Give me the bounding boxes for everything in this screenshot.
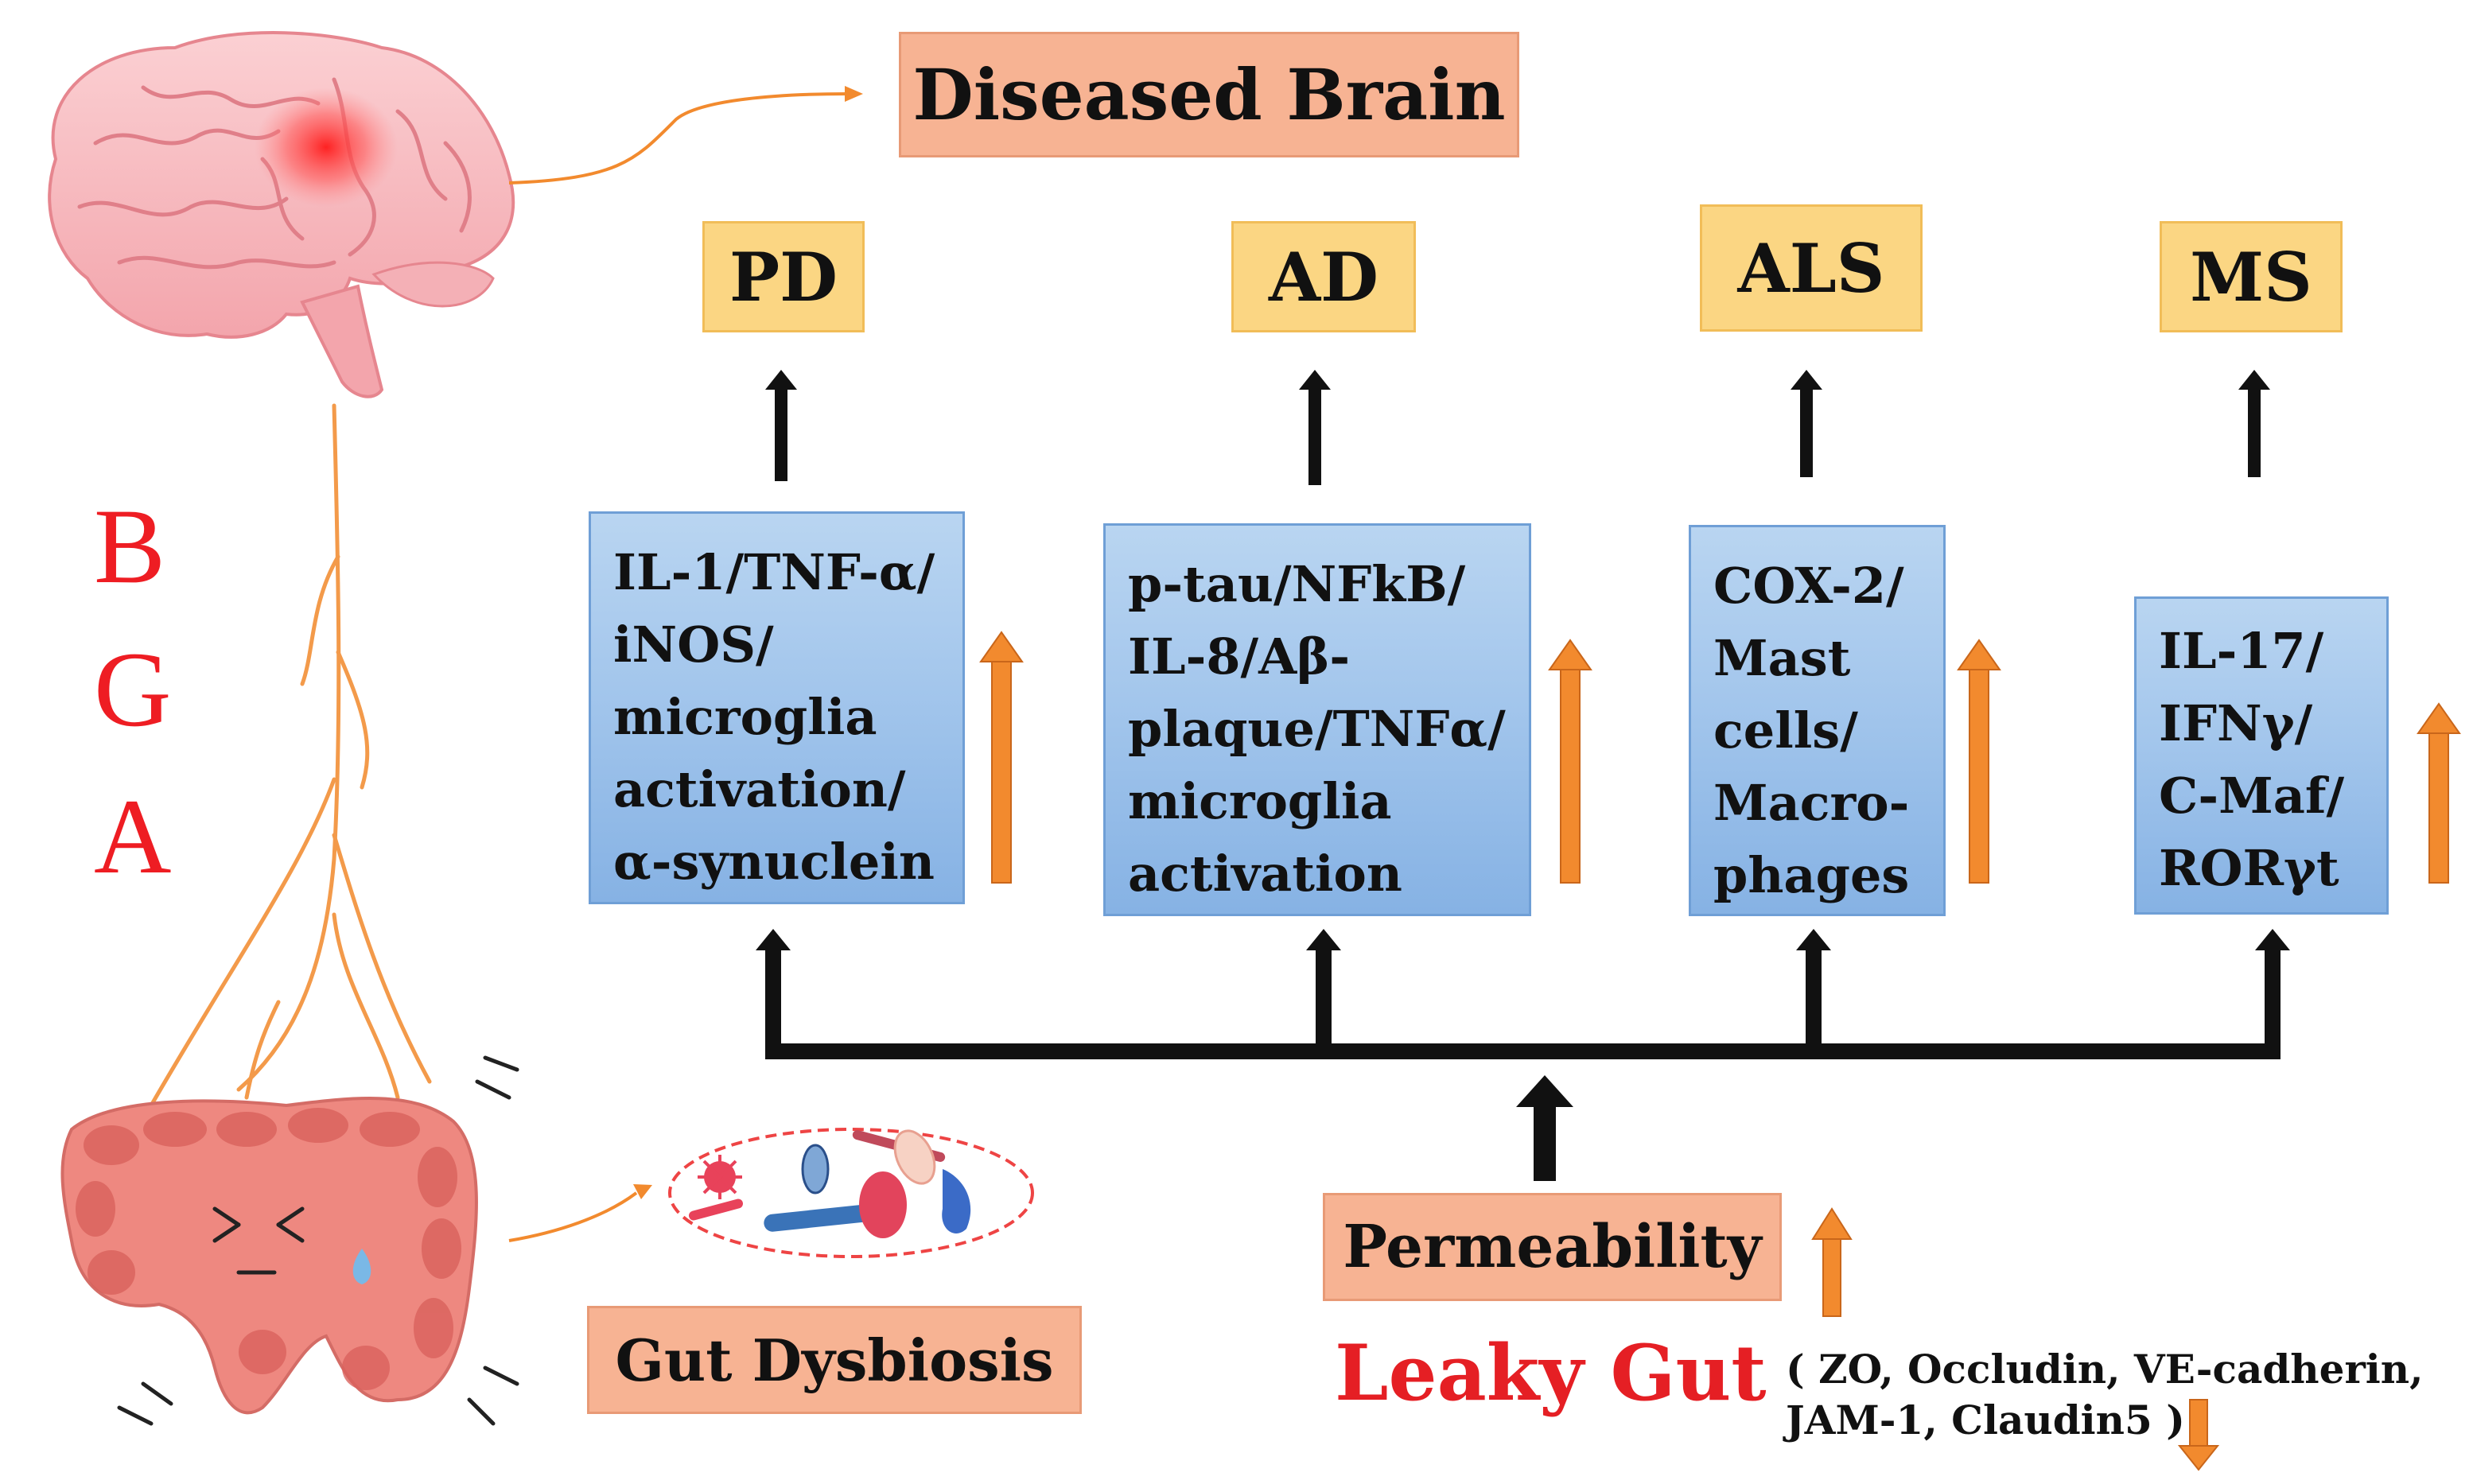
factor-text-ms: IL-17/ IFNγ/ C-Maf/ RORγt	[2159, 622, 2345, 897]
microbiome-illustration	[668, 1128, 1034, 1258]
axis-letter-b: B	[94, 488, 166, 606]
decrease-arrow-junction	[2177, 1399, 2220, 1471]
leaky-gut-label: Leaky Gut	[1335, 1328, 1767, 1418]
gut-illustration	[60, 1055, 519, 1426]
axis-letter-g: G	[94, 631, 172, 749]
diseased-brain-title: Diseased Brain	[899, 32, 1519, 157]
disease-box-als: ALS	[1700, 204, 1923, 332]
factor-to-disease-arrows	[765, 370, 2270, 485]
gut-to-microbiome-arrow	[508, 1184, 652, 1242]
arrow-up-pd	[765, 370, 797, 481]
arrow-up-ms	[2238, 370, 2270, 477]
factor-box-pd: IL-1/TNF-α/ iNOS/ microglia activation/ …	[589, 511, 965, 904]
increase-arrow-ms	[2417, 702, 2461, 884]
factor-box-ms: IL-17/ IFNγ/ C-Maf/ RORγt	[2134, 596, 2389, 915]
factor-text-pd: IL-1/TNF-α/ iNOS/ microglia activation/ …	[613, 543, 935, 891]
disease-box-ms: MS	[2160, 221, 2343, 332]
increase-arrow-pd	[979, 631, 1024, 884]
permeability-label: Permeability	[1323, 1193, 1782, 1301]
brain-to-title-arrow	[508, 86, 863, 185]
brain-illustration	[48, 31, 515, 398]
disease-box-pd: PD	[702, 221, 865, 332]
junction-proteins-label: ( ZO, Occludin, VE-cadherin, JAM-1, Clau…	[1786, 1346, 2424, 1443]
arrow-up-als	[1791, 370, 1822, 477]
vagus-nerve	[149, 403, 432, 1108]
factor-text-ad: p-tau/NFkB/ IL-8/Aβ- plaque/TNFα/ microg…	[1128, 555, 1506, 903]
factor-box-ad: p-tau/NFkB/ IL-8/Aβ- plaque/TNFα/ microg…	[1103, 523, 1531, 916]
connector-bus	[756, 929, 2290, 1181]
factor-text-als: COX-2/ Mast cells/ Macro- phages	[1713, 557, 1910, 904]
increase-arrow-als	[1957, 639, 2001, 884]
increase-arrow-permeability	[1811, 1207, 1853, 1317]
gut-dysbiosis-label: Gut Dysbiosis	[587, 1306, 1082, 1414]
disease-box-ad: AD	[1231, 221, 1416, 332]
increase-arrows	[979, 631, 2461, 1317]
increase-arrow-ad	[1548, 639, 1592, 884]
factor-box-als: COX-2/ Mast cells/ Macro- phages	[1689, 525, 1946, 916]
axis-letter-a: A	[94, 778, 172, 896]
arrow-up-ad	[1299, 370, 1331, 485]
